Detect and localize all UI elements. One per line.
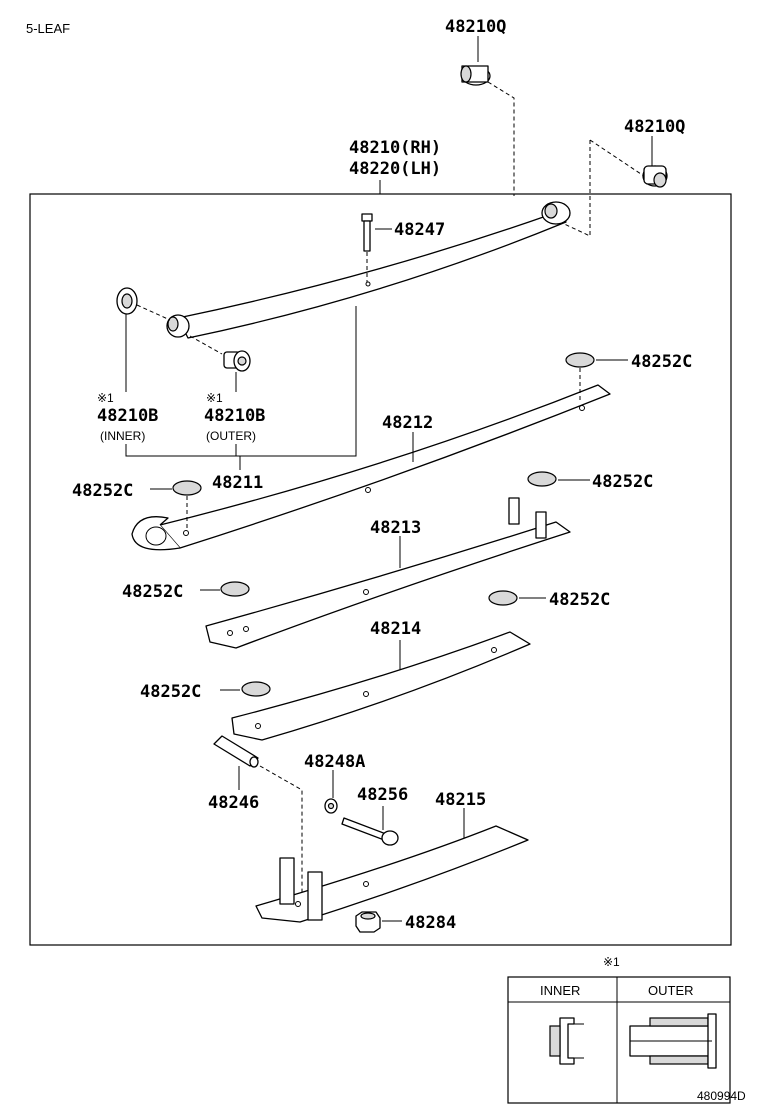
- label-48210q-right: 48210Q: [624, 117, 685, 137]
- legend-col-outer: OUTER: [648, 983, 694, 998]
- label-48246: 48246: [208, 793, 259, 813]
- label-48247: 48247: [394, 220, 445, 240]
- label-48213: 48213: [370, 518, 421, 538]
- bushing-48210q-right[interactable]: [642, 165, 668, 188]
- insert-48252c-4[interactable]: [220, 581, 250, 597]
- dash-48210b-outer: [189, 335, 223, 355]
- leaf-48211[interactable]: [166, 201, 571, 339]
- label-insert-6: 48252C: [140, 682, 201, 702]
- bushing-48210b-outer[interactable]: [223, 350, 251, 372]
- nut-48284[interactable]: [355, 911, 381, 933]
- bushing-48210b-inner[interactable]: [116, 287, 138, 315]
- note-inner: (INNER): [100, 429, 145, 443]
- diagram-id: 480994D: [697, 1089, 746, 1103]
- leaf-48212[interactable]: [131, 384, 611, 551]
- label-insert-5: 48252C: [549, 590, 610, 610]
- spacer-48248a[interactable]: [324, 798, 338, 814]
- bushing-48210q-top[interactable]: [460, 65, 491, 86]
- label-insert-4: 48252C: [122, 582, 183, 602]
- label-48215: 48215: [435, 790, 486, 810]
- label-48210q-top: 48210Q: [445, 17, 506, 37]
- legend-mark: ※1: [603, 955, 620, 969]
- leaf-48215[interactable]: [255, 825, 529, 923]
- mark-outer: ※1: [206, 391, 223, 405]
- clip-bolt-48256[interactable]: [341, 817, 399, 846]
- label-48212: 48212: [382, 413, 433, 433]
- label-48220-lh: 48220(LH): [349, 159, 441, 179]
- dash-48246: [259, 765, 303, 900]
- leaf-48214[interactable]: [231, 631, 531, 741]
- dash-48210b-inner: [136, 304, 171, 321]
- leader-48211-left: [125, 444, 236, 457]
- legend-inner-bushing: [549, 1017, 584, 1065]
- legend-outer-bushing: [629, 1013, 717, 1069]
- insert-48252c-3[interactable]: [527, 471, 557, 487]
- dash-48210q-right: [559, 139, 645, 237]
- label-48210b-outer: 48210B: [204, 406, 265, 426]
- leader-48211-bracket: [235, 306, 357, 457]
- leaf-48213[interactable]: [205, 497, 571, 649]
- insert-48252c-5[interactable]: [488, 590, 518, 606]
- label-insert-3: 48252C: [592, 472, 653, 492]
- insert-48252c-2[interactable]: [172, 480, 202, 496]
- variant-label: 5-LEAF: [26, 21, 70, 36]
- dash-48210q-top: [487, 81, 515, 196]
- label-insert-2: 48252C: [72, 481, 133, 501]
- label-48214: 48214: [370, 619, 421, 639]
- label-48256: 48256: [357, 785, 408, 805]
- label-48284: 48284: [405, 913, 456, 933]
- label-48248a: 48248A: [304, 752, 365, 772]
- label-48211: 48211: [212, 473, 263, 493]
- note-outer: (OUTER): [206, 429, 256, 443]
- center-bolt-48247[interactable]: [361, 213, 373, 252]
- label-48210-rh: 48210(RH): [349, 138, 441, 158]
- legend-col-inner: INNER: [540, 983, 580, 998]
- legend-table: [507, 976, 731, 1104]
- pin-48246[interactable]: [213, 735, 259, 768]
- insert-48252c-6[interactable]: [241, 681, 271, 697]
- mark-inner: ※1: [97, 391, 114, 405]
- label-48210b-inner: 48210B: [97, 406, 158, 426]
- insert-48252c-1[interactable]: [565, 352, 595, 368]
- label-insert-1: 48252C: [631, 352, 692, 372]
